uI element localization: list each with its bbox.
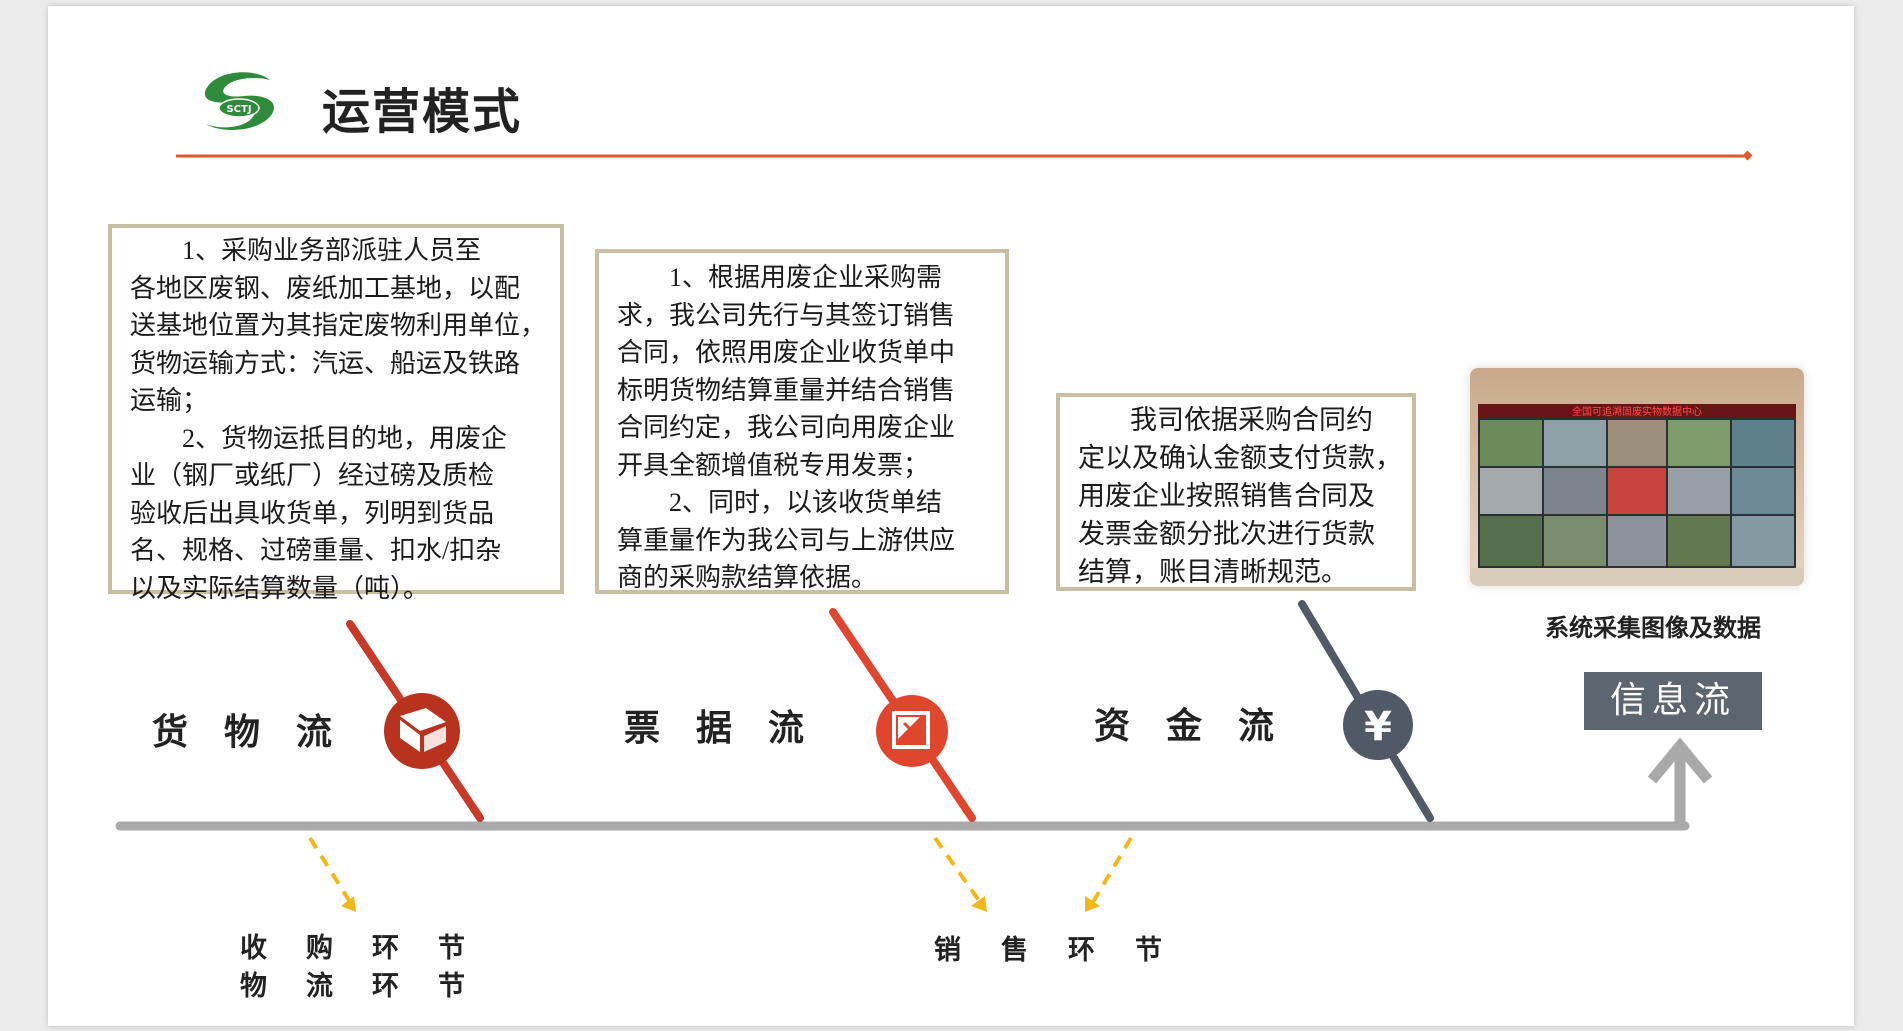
goods-line: 2、货物运抵目的地，用废企 <box>182 423 508 453</box>
bills-line: 合同约定，我公司向用废企业 <box>617 413 956 442</box>
video-wall-image: 全国可追溯固废实物数据中心 <box>1470 368 1804 586</box>
bills-flow-description: 1、根据用废企业采购需 求，我公司先行与其签订销售 合同，依照用废企业收货单中 … <box>595 249 1009 594</box>
goods-line: 送基地位置为其指定废物利用单位， <box>130 311 547 340</box>
funds-line: 发票金额分批次进行货款 <box>1078 519 1375 549</box>
logistics-stage-label: 物流环节 <box>240 971 504 1002</box>
sctj-logo-icon: SCTJ <box>204 72 274 130</box>
box-icon <box>384 693 460 769</box>
goods-flow-description: 1、采购业务部派驻人员至 各地区废钢、废纸加工基地，以配 送基地位置为其指定废物… <box>108 224 564 603</box>
invoice-icon <box>876 695 948 767</box>
goods-line: 货物运输方式：汽运、船运及铁路 <box>130 348 521 378</box>
goods-line: 以及实际结算数量（吨）。 <box>130 573 430 603</box>
funds-line: 我司依据采购合同约 <box>1130 405 1373 435</box>
bills-line: 2、同时，以该收货单结 <box>669 488 943 517</box>
logo-text: SCTJ <box>226 104 251 115</box>
funds-line: 结算，账目清晰规范。 <box>1078 557 1348 587</box>
goods-flow-label: 货物流 <box>152 711 369 753</box>
page-title: 运营模式 <box>322 84 523 140</box>
funds-line: 定以及确认金额支付货款， <box>1078 443 1402 473</box>
video-wall-banner: 全国可追溯固废实物数据中心 <box>1572 405 1702 418</box>
info-flow-badge: 信息流 <box>1584 672 1762 730</box>
bills-line: 开具全额增值税专用发票； <box>617 450 930 480</box>
photo-caption: 系统采集图像及数据 <box>1545 614 1761 642</box>
goods-line: 业（钢厂或纸厂）经过磅及质检 <box>130 461 495 490</box>
title-divider <box>176 150 1753 161</box>
sales-stage-arrow-right <box>1085 836 1133 912</box>
up-arrow-icon <box>1647 737 1713 826</box>
yen-icon: ¥ <box>1343 690 1413 760</box>
svg-text:¥: ¥ <box>1364 704 1392 750</box>
sales-stage-label: 销售环节 <box>934 935 1202 966</box>
bills-line: 标明货物结算重量并结合销售 <box>617 375 956 405</box>
sales-stage-arrow-left <box>933 836 987 912</box>
bills-line: 1、根据用废企业采购需 <box>669 263 943 292</box>
bills-line: 算重量作为我公司与上游供应 <box>617 525 956 555</box>
funds-flow-description: 我司依据采购合同约 定以及确认金额支付货款， 用废企业按照销售合同及 发票金额分… <box>1056 393 1416 591</box>
monitoring-center-photo: 全国可追溯固废实物数据中心 <box>1470 368 1804 586</box>
funds-line: 用废企业按照销售合同及 <box>1078 481 1375 511</box>
bills-line: 合同，依照用废企业收货单中 <box>617 338 956 367</box>
goods-line: 1、采购业务部派驻人员至 <box>182 236 482 265</box>
goods-line: 各地区废钢、废纸加工基地，以配 <box>130 273 521 303</box>
purchase-stage-arrow <box>308 836 356 912</box>
funds-flow-label: 资金流 <box>1094 705 1311 747</box>
purchase-stage-label: 收购环节 <box>240 933 504 964</box>
bills-flow-label: 票据流 <box>624 707 841 749</box>
bills-line: 商的采购款结算依据。 <box>617 563 878 592</box>
goods-line: 验收后出具收货单，列明到货品 <box>130 498 495 528</box>
goods-line: 名、规格、过磅重量、扣水/扣杂 <box>130 536 502 565</box>
bills-line: 求，我公司先行与其签订销售 <box>617 300 956 330</box>
goods-line: 运输； <box>130 386 209 415</box>
